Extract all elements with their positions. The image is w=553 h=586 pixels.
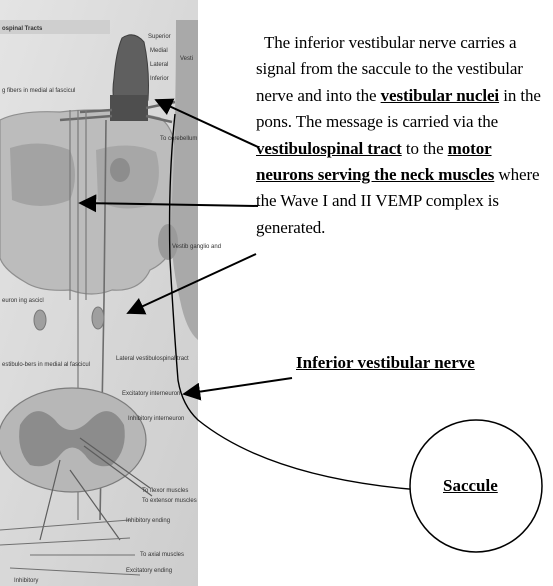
small-ganglion bbox=[34, 310, 46, 330]
description-part: to the bbox=[402, 139, 448, 158]
keyword-vestibulospinal-tract: vestibulospinal tract bbox=[256, 139, 402, 158]
medial-fibers-label: estibulo-bers in medial al fascicul bbox=[2, 362, 90, 368]
scan-header: ospinal Tracts bbox=[2, 26, 43, 32]
excitatory-ending-label: Excitatory ending bbox=[126, 568, 172, 574]
description-text: The inferior vestibular nerve carries a … bbox=[256, 30, 548, 241]
vestibular-ganglion-label: Vestib ganglio and bbox=[172, 244, 221, 250]
keyword-vestibular-nuclei: vestibular nuclei bbox=[381, 86, 499, 105]
nucleus-label-superior: Superior bbox=[148, 34, 171, 40]
small-ganglion bbox=[92, 307, 104, 329]
inhibitory-bottom-label: Inhibitory bbox=[14, 578, 38, 584]
nucleus-blob bbox=[110, 158, 130, 182]
lateral-tract-label: Lateral vestibulospinal tract bbox=[116, 356, 189, 362]
nucleus-label-lateral: Lateral bbox=[150, 62, 168, 68]
ganglion-blob bbox=[158, 224, 178, 260]
arrow-inferior-vestibular-nerve bbox=[184, 378, 292, 394]
to-extensor-label: To extensor muscles bbox=[142, 498, 197, 504]
to-cerebellum-label: To cerebellum bbox=[160, 136, 197, 142]
vesti-label: Vesti bbox=[180, 56, 193, 62]
nucleus-label-inferior: Inferior bbox=[150, 76, 169, 82]
fibers-medial-label: g fibers in medial al fascicul bbox=[2, 88, 75, 94]
neuron-label: euron ing ascicl bbox=[2, 298, 44, 304]
nucleus-label-medial: Medial bbox=[150, 48, 168, 54]
nucleus-box bbox=[110, 95, 148, 121]
inferior-vestibular-nerve-label: Inferior vestibular nerve bbox=[296, 353, 475, 373]
pons-dark-region bbox=[10, 143, 75, 206]
anatomy-scan: ospinal Tracts Superior Medial Lateral I… bbox=[0, 0, 221, 586]
excitatory-interneuron-label: Excitatory interneuron bbox=[122, 391, 180, 397]
saccule-label: Saccule bbox=[443, 476, 498, 496]
to-flexor-label: To flexor muscles bbox=[142, 488, 188, 494]
inhibitory-ending-label: Inhibitory ending bbox=[126, 518, 170, 524]
to-axial-label: To axial muscles bbox=[140, 552, 184, 558]
inhibitory-interneuron-label: Inhibitory interneuron bbox=[128, 416, 184, 422]
